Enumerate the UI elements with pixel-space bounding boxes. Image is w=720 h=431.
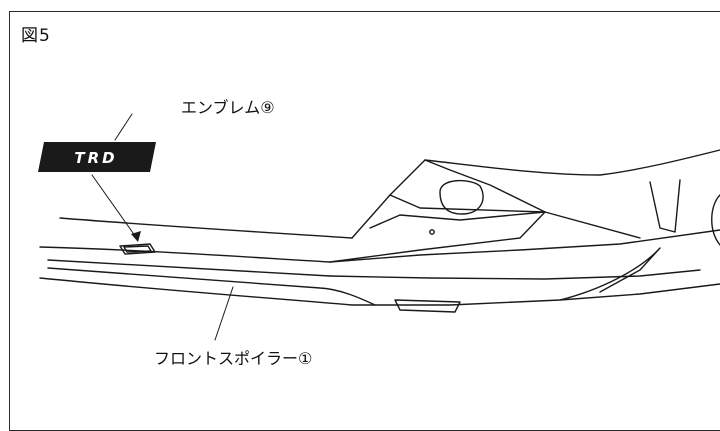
- emblem-leader-line: [114, 113, 133, 141]
- side-intake-lower: [329, 211, 546, 263]
- fog-lamp-opening: [439, 179, 484, 215]
- side-intake-edge: [389, 194, 546, 213]
- spoiler-lower-contour: [39, 277, 720, 306]
- side-intake-inner: [369, 211, 546, 229]
- emblem-recess: [119, 243, 156, 255]
- diffuser-plate: [394, 299, 461, 313]
- spoiler-callout: フロントスポイラー①: [154, 349, 313, 368]
- emblem-arrow-head: [131, 231, 141, 242]
- spoiler-molding-line-2: [47, 267, 376, 306]
- trd-badge: TRD: [38, 142, 156, 172]
- figure-label: 図5: [21, 26, 51, 46]
- lower-right-sweep: [559, 247, 661, 301]
- spoiler-molding-line-1: [47, 259, 331, 277]
- spoiler-diagram: TRD: [38, 113, 720, 341]
- right-fin: [649, 179, 681, 233]
- fastener-point: [429, 229, 435, 235]
- side-intake-outer: [351, 159, 641, 239]
- spoiler-molding-line-3: [329, 269, 701, 280]
- spoiler-leader-line: [214, 286, 234, 341]
- right-edge-curve: [711, 194, 720, 246]
- emblem-arrow-line: [91, 174, 139, 241]
- emblem-recess-inner: [123, 245, 152, 253]
- bumper-top-edge: [59, 217, 353, 239]
- badge-text: TRD: [74, 149, 117, 167]
- upper-body-contour: [424, 149, 720, 176]
- emblem-callout: エンブレム⑨: [181, 98, 275, 117]
